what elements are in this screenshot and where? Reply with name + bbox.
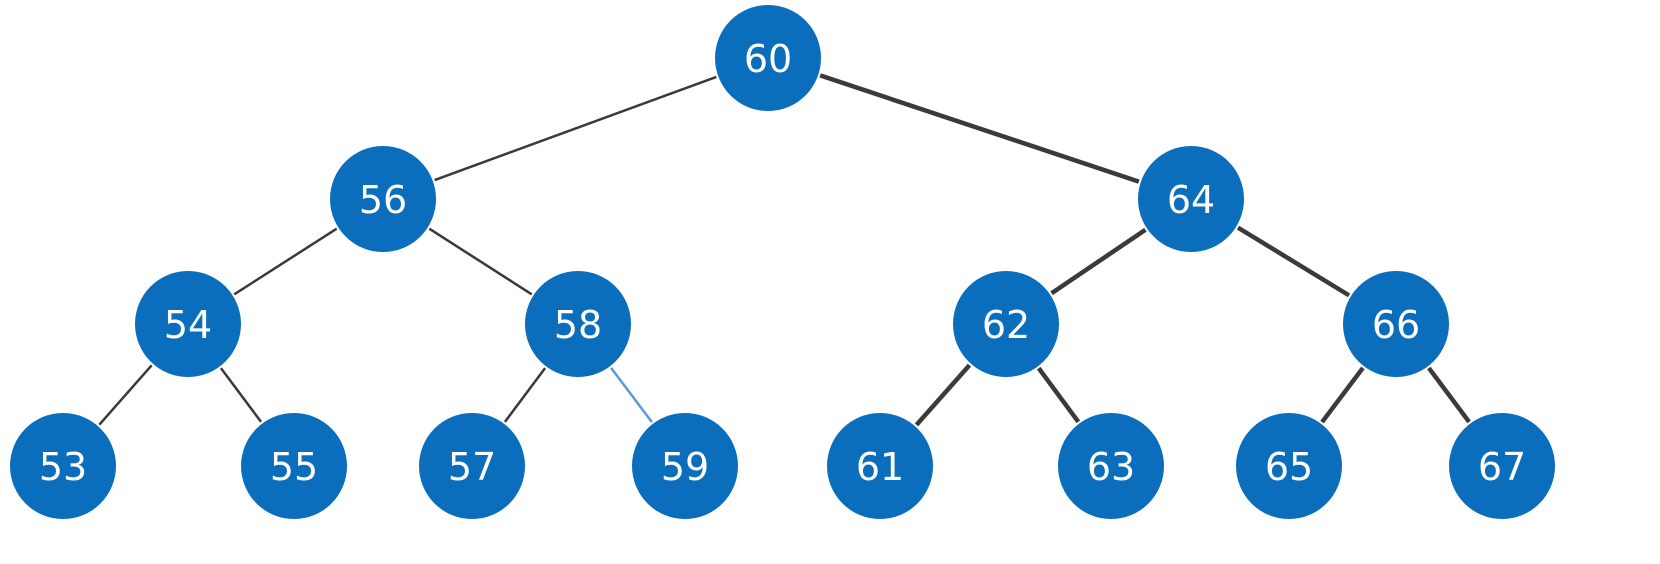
node-label: 58 — [554, 303, 602, 347]
node-circle — [715, 5, 821, 111]
node-label: 64 — [1167, 178, 1215, 222]
node-label: 67 — [1478, 445, 1526, 489]
tree-node-67: 67 — [1449, 413, 1555, 519]
node-label: 65 — [1265, 445, 1313, 489]
tree-nodes: 60 56 64 54 58 62 66 53 55 57 59 61 63 65 67 — [10, 5, 1555, 519]
edge-62-63 — [1036, 366, 1081, 424]
edge-56-54 — [233, 227, 338, 296]
node-label: 63 — [1087, 445, 1135, 489]
tree-node-63: 63 — [1058, 413, 1164, 519]
node-circle — [1343, 271, 1449, 377]
tree-node-53: 53 — [10, 413, 116, 519]
edge-56-58 — [428, 227, 533, 296]
tree-node-55: 55 — [241, 413, 347, 519]
node-circle — [525, 271, 631, 377]
node-label: 59 — [661, 445, 709, 489]
node-circle — [135, 271, 241, 377]
node-circle — [1058, 413, 1164, 519]
edge-54-53 — [98, 364, 153, 426]
node-label: 56 — [359, 178, 407, 222]
edge-66-65 — [1320, 366, 1365, 424]
edge-64-66 — [1236, 225, 1351, 298]
tree-node-54: 54 — [135, 271, 241, 377]
tree-node-64: 64 — [1138, 146, 1244, 252]
tree-node-56: 56 — [330, 146, 436, 252]
node-label: 60 — [744, 37, 792, 81]
edge-62-61 — [914, 363, 972, 427]
tree-node-65: 65 — [1236, 413, 1342, 519]
node-label: 57 — [448, 445, 496, 489]
tree-node-57: 57 — [419, 413, 525, 519]
edge-64-62 — [1050, 227, 1147, 296]
node-circle — [330, 146, 436, 252]
node-label: 66 — [1372, 303, 1420, 347]
node-label: 61 — [856, 445, 904, 489]
tree-edges — [98, 73, 1471, 427]
edge-66-67 — [1427, 366, 1471, 424]
tree-node-58: 58 — [525, 271, 631, 377]
tree-node-60: 60 — [715, 5, 821, 111]
node-label: 62 — [982, 303, 1030, 347]
tree-node-62: 62 — [953, 271, 1059, 377]
node-circle — [10, 413, 116, 519]
node-circle — [241, 413, 347, 519]
node-circle — [953, 271, 1059, 377]
node-circle — [632, 413, 738, 519]
tree-node-59: 59 — [632, 413, 738, 519]
edge-58-57 — [503, 367, 547, 423]
node-label: 53 — [39, 445, 87, 489]
node-circle — [1449, 413, 1555, 519]
tree-node-66: 66 — [1343, 271, 1449, 377]
node-circle — [419, 413, 525, 519]
node-circle — [827, 413, 933, 519]
node-circle — [1138, 146, 1244, 252]
node-circle — [1236, 413, 1342, 519]
tree-node-61: 61 — [827, 413, 933, 519]
node-label: 55 — [270, 445, 318, 489]
edge-60-64 — [819, 73, 1140, 184]
node-label: 54 — [164, 303, 212, 347]
edge-60-56 — [434, 75, 717, 182]
edge-54-55 — [219, 367, 263, 423]
edge-58-59 — [610, 367, 653, 423]
